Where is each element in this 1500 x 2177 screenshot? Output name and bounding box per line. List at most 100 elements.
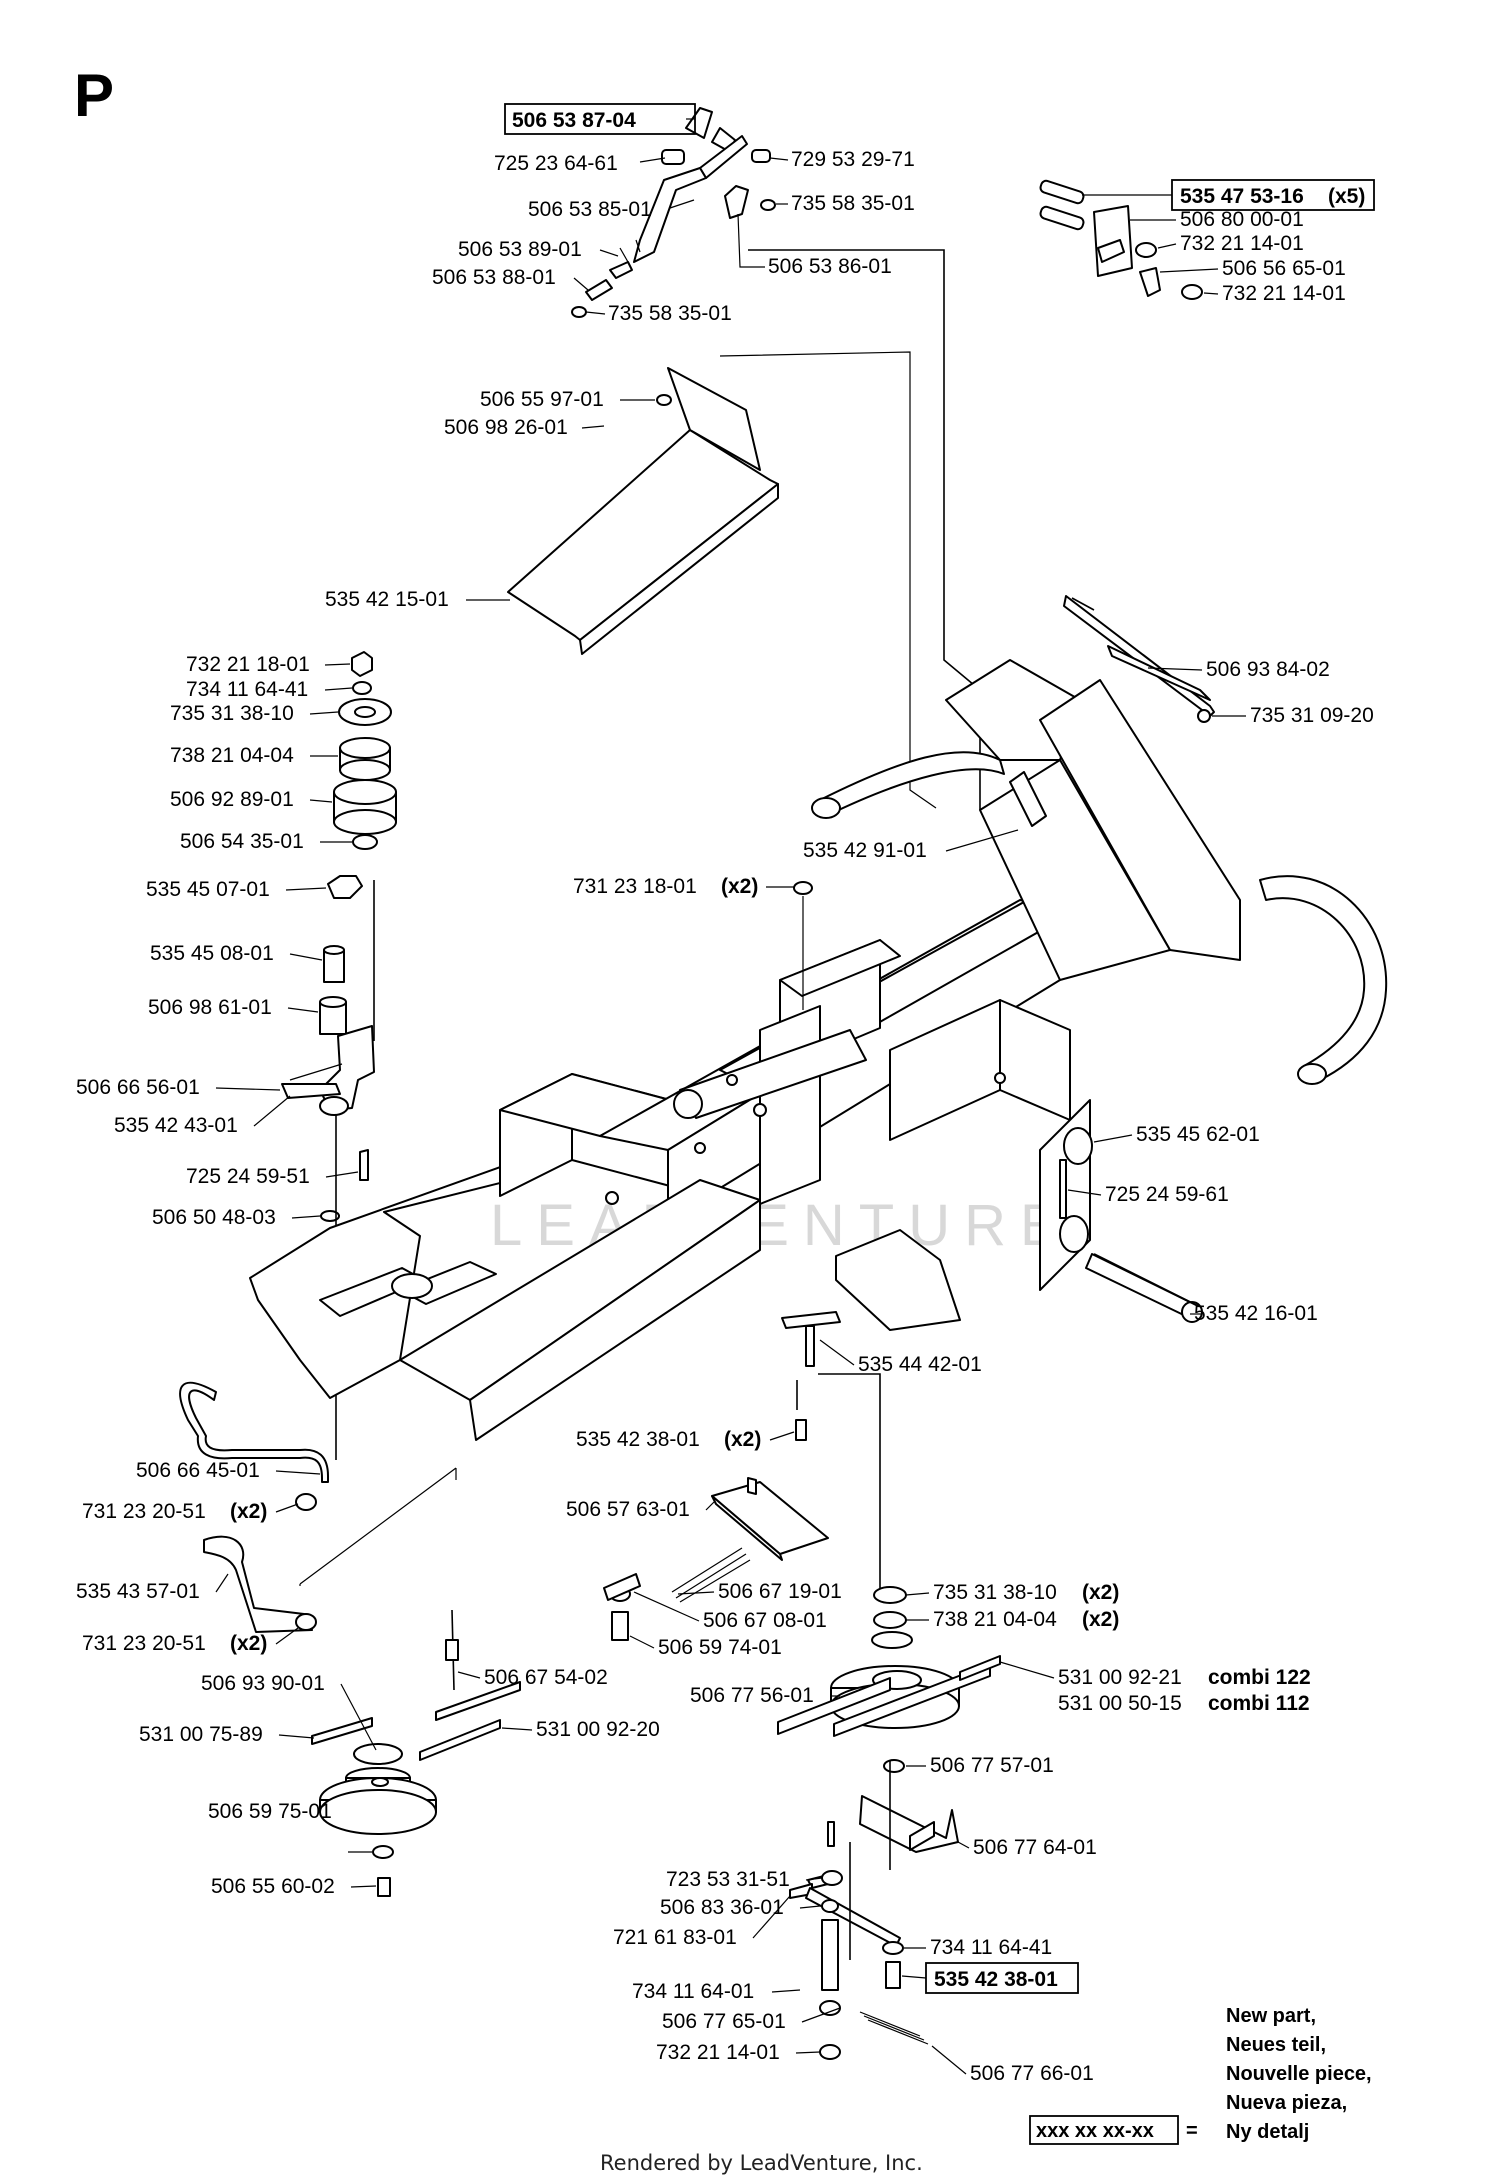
label-531007589: 531 00 75-89 — [139, 1723, 263, 1746]
shield-plate-drawing — [507, 351, 937, 809]
label-506776401: 506 77 64-01 — [973, 1836, 1097, 1859]
label-506776501: 506 77 65-01 — [662, 2010, 786, 2033]
label-731232051-b-qty: (x2) — [230, 1632, 267, 1655]
legend-line-3: Nouvelle piece, — [1226, 2063, 1372, 2085]
label-732211801: 732 21 18-01 — [186, 653, 310, 676]
label-535475316-qty: (x5) — [1328, 185, 1365, 208]
label-535421601: 535 42 16-01 — [1194, 1302, 1318, 1325]
label-735313810-b-qty: (x2) — [1082, 1581, 1119, 1604]
label-735583501-b: 735 58 35-01 — [608, 302, 732, 325]
label-506664501: 506 66 45-01 — [136, 1459, 260, 1482]
label-735313810-a: 735 31 38-10 — [170, 702, 294, 725]
label-506800001: 506 80 00-01 — [1180, 208, 1304, 231]
label-506543501: 506 54 35-01 — [180, 830, 304, 853]
label-506775701: 506 77 57-01 — [930, 1754, 1054, 1777]
label-734116441-b: 734 11 64-41 — [930, 1936, 1052, 1959]
label-506670801: 506 67 08-01 — [703, 1609, 827, 1632]
label-535444201: 535 44 42-01 — [858, 1353, 982, 1376]
label-731231801-qty: (x2) — [721, 875, 758, 898]
label-732211401-c: 732 21 14-01 — [656, 2041, 780, 2064]
label-723533151: 723 53 31-51 — [666, 1868, 790, 1891]
footer-credit: Rendered by LeadVenture, Inc. — [600, 2151, 923, 2175]
label-506938402: 506 93 84-02 — [1206, 658, 1330, 681]
label-506597401: 506 59 74-01 — [658, 1636, 782, 1659]
label-735583501-a: 735 58 35-01 — [791, 192, 915, 215]
label-535423801-b: 535 42 38-01 — [934, 1968, 1058, 1991]
label-506538704: 506 53 87-04 — [512, 109, 636, 132]
label-506504803: 506 50 48-03 — [152, 1206, 276, 1229]
label-725236461: 725 23 64-61 — [494, 152, 618, 175]
chassis-frame-drawing — [249, 659, 1388, 1441]
legend-equals: = — [1186, 2120, 1198, 2142]
label-734116401: 734 11 64-01 — [632, 1980, 754, 2003]
label-735313810-b: 735 31 38-10 — [933, 1581, 1057, 1604]
label-731232051-a-qty: (x2) — [230, 1500, 267, 1523]
label-506665601: 506 66 56-01 — [76, 1076, 200, 1099]
label-738210404-b-qty: (x2) — [1082, 1608, 1119, 1631]
label-738210404-a: 738 21 04-04 — [170, 744, 294, 767]
label-506671901: 506 67 19-01 — [718, 1580, 842, 1603]
label-506775601: 506 77 56-01 — [690, 1684, 814, 1707]
callouts: 506 53 87-04 725 23 64-61 729 53 29-71 5… — [76, 103, 1375, 2085]
lever-linkage-drawing — [571, 107, 981, 810]
label-735310920: 735 31 09-20 — [1250, 704, 1374, 727]
label-725245961: 725 24 59-61 — [1105, 1183, 1229, 1206]
label-729532971: 729 53 29-71 — [791, 148, 915, 171]
lower-left-parts-drawing — [179, 1381, 521, 1897]
label-506559701: 506 55 97-01 — [480, 388, 604, 411]
label-506538801: 506 53 88-01 — [432, 266, 556, 289]
legend-symbol: xxx xx xx-xx — [1036, 2120, 1154, 2142]
label-506538901: 506 53 89-01 — [458, 238, 582, 261]
label-506538601: 506 53 86-01 — [768, 255, 892, 278]
label-506556002: 506 55 60-02 — [211, 1875, 335, 1898]
label-535423801-a-qty: (x2) — [724, 1428, 761, 1451]
watermark: LEADVENTURE — [490, 1193, 1073, 1258]
label-531005015-model: combi 112 — [1208, 1692, 1310, 1715]
label-734116441-a: 734 11 64-41 — [186, 678, 308, 701]
label-535421501: 535 42 15-01 — [325, 588, 449, 611]
label-535424301: 535 42 43-01 — [114, 1114, 238, 1137]
label-535435701: 535 43 57-01 — [76, 1580, 200, 1603]
label-535450701: 535 45 07-01 — [146, 878, 270, 901]
label-531009221-model: combi 122 — [1208, 1666, 1311, 1689]
drawing — [179, 107, 1388, 2045]
label-506776601: 506 77 66-01 — [970, 2062, 1094, 2085]
label-506538501: 506 53 85-01 — [528, 198, 652, 221]
label-731232051-b: 731 23 20-51 — [82, 1632, 206, 1655]
label-506576301: 506 57 63-01 — [566, 1498, 690, 1521]
label-506982601: 506 98 26-01 — [444, 416, 568, 439]
legend-line-2: Neues teil, — [1226, 2034, 1326, 2056]
label-531005015: 531 00 50-15 — [1058, 1692, 1182, 1715]
label-725245951: 725 24 59-51 — [186, 1165, 310, 1188]
legend-line-5: Ny detalj — [1226, 2121, 1309, 2143]
label-531009220: 531 00 92-20 — [536, 1718, 660, 1741]
label-731231801: 731 23 18-01 — [573, 875, 697, 898]
label-535475316: 535 47 53-16 — [1180, 185, 1304, 208]
section-letter: P — [74, 62, 114, 129]
label-506986101: 506 98 61-01 — [148, 996, 272, 1019]
label-731232051-a: 731 23 20-51 — [82, 1500, 206, 1523]
label-738210404-b: 738 21 04-04 — [933, 1608, 1057, 1631]
label-506566501: 506 56 65-01 — [1222, 257, 1346, 280]
label-506939001: 506 93 90-01 — [201, 1672, 325, 1695]
label-506597501: 506 59 75-01 — [208, 1800, 332, 1823]
legend-line-1: New part, — [1226, 2005, 1316, 2027]
label-721618301: 721 61 83-01 — [613, 1926, 737, 1949]
label-535456201: 535 45 62-01 — [1136, 1123, 1260, 1146]
shaft-cable-drawing — [1093, 645, 1211, 1307]
lower-middle-parts-drawing — [603, 1477, 1001, 2045]
label-506833601: 506 83 36-01 — [660, 1896, 784, 1919]
legend-symbol-box — [1029, 2115, 1179, 2145]
label-732211401-b: 732 21 14-01 — [1222, 282, 1346, 305]
label-506928901: 506 92 89-01 — [170, 788, 294, 811]
label-531009221: 531 00 92-21 — [1058, 1666, 1182, 1689]
pulley-stack-left-drawing — [281, 651, 397, 1460]
label-506675402: 506 67 54-02 — [484, 1666, 608, 1689]
label-535429101: 535 42 91-01 — [803, 839, 927, 862]
label-732211401-a: 732 21 14-01 — [1180, 232, 1304, 255]
bracket-drawing — [1039, 179, 1203, 300]
legend: xxx xx xx-xx = New part, Neues teil, Nou… — [1029, 2005, 1372, 2145]
label-535423801-a: 535 42 38-01 — [576, 1428, 700, 1451]
label-535450801: 535 45 08-01 — [150, 942, 274, 965]
